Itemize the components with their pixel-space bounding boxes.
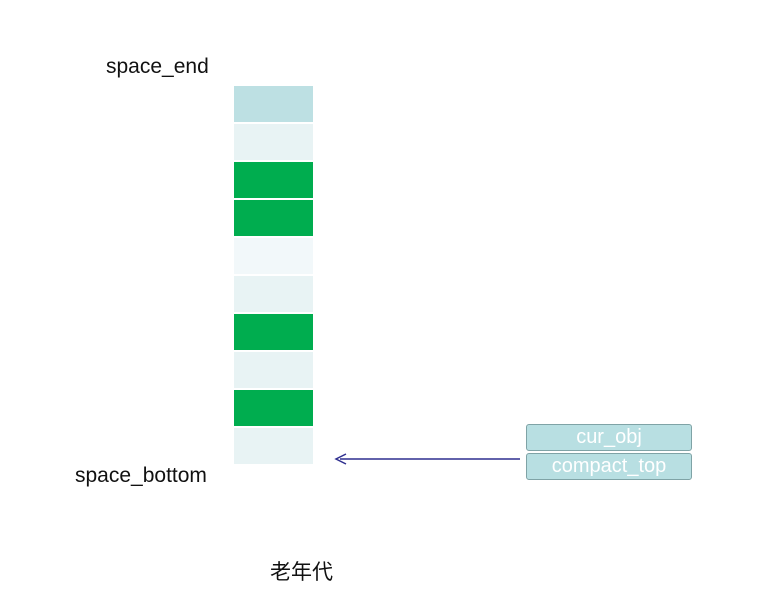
memory-cell: [234, 352, 313, 388]
compact-top-box: compact_top: [526, 453, 692, 480]
memory-cell: [234, 124, 313, 160]
memory-cell: [234, 276, 313, 312]
memory-cell: [234, 314, 313, 350]
memory-cell: [234, 390, 313, 426]
cur-obj-box: cur_obj: [526, 424, 692, 451]
memory-cell: [234, 200, 313, 236]
arrow-head-icon: [334, 453, 347, 465]
memory-cell: [234, 238, 313, 274]
memory-column: [234, 86, 313, 466]
memory-cell: [234, 162, 313, 198]
memory-cell: [234, 86, 313, 122]
space-end-label: space_end: [106, 55, 209, 78]
caption-old-generation: 老年代: [270, 560, 333, 584]
space-bottom-label: space_bottom: [75, 464, 207, 487]
memory-cell: [234, 428, 313, 464]
